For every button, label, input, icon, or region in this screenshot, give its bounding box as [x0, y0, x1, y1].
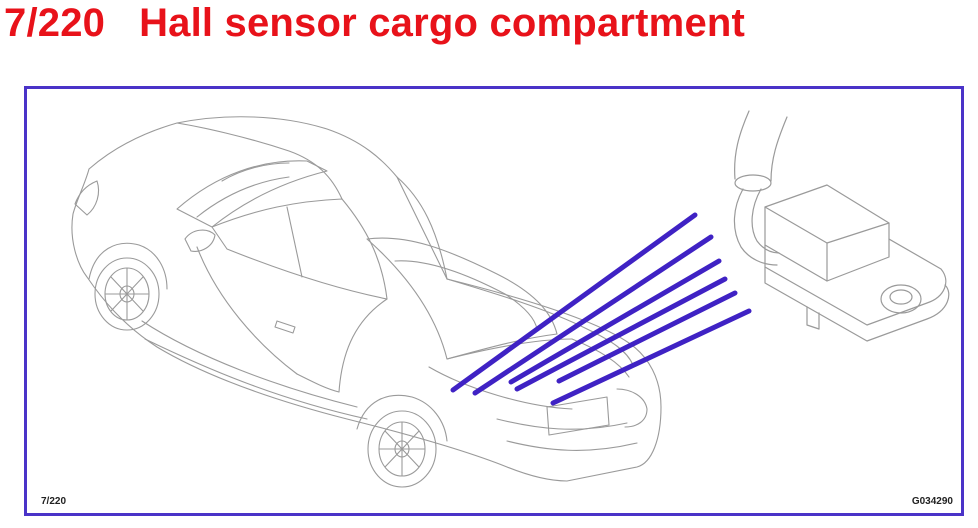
- ray-4: [514, 276, 728, 392]
- signal-rays: [450, 212, 752, 406]
- illustration: [71, 110, 950, 488]
- figure-ref-right: G034290: [911, 496, 953, 507]
- title-number: 7/220: [4, 1, 106, 45]
- ray-3: [508, 258, 722, 385]
- ray-6: [550, 308, 752, 406]
- hall-sensor-icon: [733, 110, 950, 342]
- title-text: Hall sensor cargo compartment: [139, 1, 746, 45]
- ray-1: [450, 212, 698, 393]
- figure-frame: 7/220 G034290: [24, 86, 964, 516]
- ray-5: [556, 290, 738, 384]
- ray-2: [472, 234, 714, 396]
- page-title: 7/220 Hall sensor cargo compartment: [4, 0, 745, 48]
- figure-ref-left: 7/220: [41, 496, 67, 507]
